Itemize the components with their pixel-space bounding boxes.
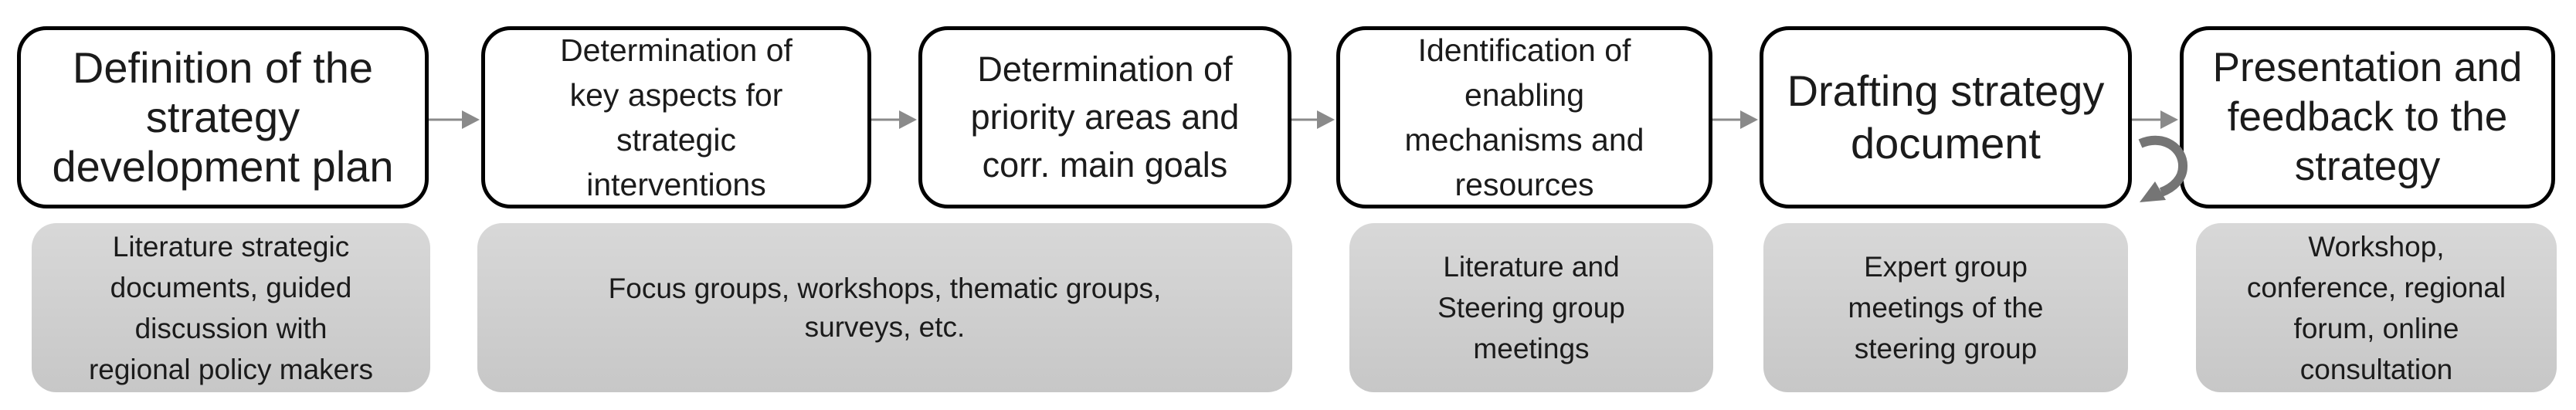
flow-arrow-2-icon (871, 110, 917, 129)
process-step-2: Determination of key aspects for strateg… (481, 26, 871, 208)
method-box-4: Expert group meetings of the steering gr… (1763, 223, 2128, 392)
process-step-5-label: Drafting strategy document (1787, 66, 2105, 168)
process-step-1-label: Definition of the strategy development p… (52, 43, 394, 191)
process-step-1: Definition of the strategy development p… (17, 26, 429, 208)
flow-arrow-5-icon (2132, 110, 2178, 129)
method-box-2-label: Focus groups, workshops, thematic groups… (608, 272, 1162, 343)
process-step-6: Presentation and feedback to the strateg… (2180, 26, 2555, 208)
method-box-2: Focus groups, workshops, thematic groups… (477, 223, 1292, 392)
method-box-3: Literature and Steering group meetings (1349, 223, 1713, 392)
method-box-5: Workshop, conference, regional forum, on… (2196, 223, 2557, 392)
process-step-2-label: Determination of key aspects for strateg… (560, 32, 792, 202)
process-step-3: Determination of priority areas and corr… (918, 26, 1291, 208)
method-box-1: Literature strategic documents, guided d… (32, 223, 430, 392)
flow-arrow-1-icon (429, 110, 480, 129)
process-step-5: Drafting strategy document (1760, 26, 2132, 208)
process-step-4: Identification of enabling mechanisms an… (1336, 26, 1712, 208)
method-box-3-label: Literature and Steering group meetings (1437, 251, 1625, 364)
process-step-3-label: Determination of priority areas and corr… (970, 49, 1240, 185)
method-box-5-label: Workshop, conference, regional forum, on… (2246, 230, 2506, 385)
method-box-1-label: Literature strategic documents, guided d… (88, 230, 374, 385)
method-box-4-label: Expert group meetings of the steering gr… (1848, 251, 2044, 364)
process-step-6-label: Presentation and feedback to the strateg… (2212, 45, 2523, 189)
process-step-4-label: Identification of enabling mechanisms an… (1404, 32, 1644, 202)
flow-arrow-3-icon (1291, 110, 1335, 129)
feedback-arrow-icon (2138, 135, 2187, 202)
flow-arrow-4-icon (1712, 110, 1758, 129)
